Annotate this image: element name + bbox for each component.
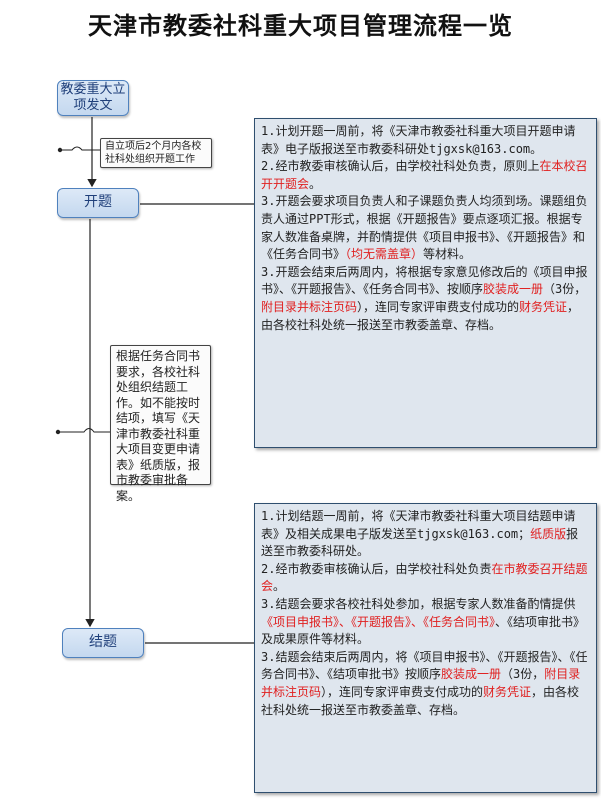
jieti-step-3-text: 3.结题会要求各校社科处参加，根据专家人数准备酌情提供 <box>261 596 576 611</box>
jieti-step-3: 3.结题会要求各校社科处参加，根据专家人数准备酌情提供《项目申报书》、《开题报告… <box>261 596 590 649</box>
kaiti-step-3-text: 3.开题会要求项目负责人和子课题负责人均须到场。课题组负责人通过PPT形式，根据… <box>261 194 588 262</box>
node-jieti: 结题 <box>62 628 144 658</box>
kaiti-step-4-copies: （3份， <box>543 282 587 297</box>
kaiti-step-4-mid: ），连同专家评审费支付成功的 <box>357 299 520 314</box>
jieti-instructions-panel: 1.计划结题一周前，将《天津市教委社科重大项目结题申请表》及相关成果电子版发送至… <box>254 503 597 793</box>
kaiti-step-4-end: ，由各校社科处统一报送至市教委盖章、存档。 <box>261 299 580 332</box>
kaiti-step-3: 3.开题会要求项目负责人和子课题负责人均须到场。课题组负责人通过PPT形式，根据… <box>261 193 590 263</box>
note-after-approval: 自立项后2个月内各校社科处组织开题工作 <box>100 138 212 168</box>
kaiti-step-4-highlight-binding: 胶装成一册 <box>483 282 544 297</box>
jieti-step-4-text: 3.结题会结束后两周内，将《项目申报书》、《开题报告》、《任务合同书》、《结项审… <box>261 649 588 682</box>
kaiti-step-3-highlight: （均无需盖章） <box>345 247 424 262</box>
jieti-step-4-highlight-voucher: 财务凭证 <box>483 684 532 699</box>
kaiti-step-2: 2.经市教委审核确认后，由学校社科处负责，原则上在本校召开开题会。 <box>261 158 590 193</box>
bracket-note-big <box>58 428 110 433</box>
kaiti-step-2-end: 。 <box>309 176 322 191</box>
bracket-note-small <box>60 146 100 151</box>
jieti-step-4: 3.结题会结束后两周内，将《项目申报书》、《开题报告》、《任务合同书》、《结项审… <box>261 649 590 719</box>
jieti-step-3-end: 、《结项审批书》及成果原件等材料。 <box>261 614 586 647</box>
kaiti-step-4-text: 3.开题会结束后两周内，将根据专家意见修改后的《项目申报书》、《开题报告》、《任… <box>261 264 588 297</box>
jieti-step-4-highlight-toc: 附目录并标注页码 <box>261 667 581 699</box>
node-kaiti: 开题 <box>57 188 139 218</box>
bracket-dot-big <box>55 429 61 435</box>
jieti-step-2-text: 2.经市教委审核确认后，由学校社科处负责 <box>261 561 492 576</box>
jieti-step-2: 2.经市教委审核确认后，由学校社科处负责在市教委召开结题会。 <box>261 561 590 596</box>
kaiti-step-4-highlight-toc: 附目录并标注页码 <box>261 299 358 314</box>
jieti-step-1-text: 1.计划结题一周前，将《天津市教委社科重大项目结题申请表》及相关成果电子版发送至… <box>261 509 576 541</box>
jieti-step-4-mid: ），连同专家评审费支付成功的 <box>321 684 484 699</box>
kaiti-step-4: 3.开题会结束后两周内，将根据专家意见修改后的《项目申报书》、《开题报告》、《任… <box>261 264 590 334</box>
node-project-approval: 教委重大立项发文 <box>57 80 129 116</box>
jieti-step-4-copies: （3份， <box>501 667 545 682</box>
kaiti-step-2-text: 2.经市教委审核确认后，由学校社科处负责，原则上 <box>261 159 540 174</box>
jieti-step-4-highlight-binding: 胶装成一册 <box>441 667 502 682</box>
kaiti-instructions-panel: 1.计划开题一周前，将《天津市教委社科重大项目开题申请表》电子版报送至市教委科研… <box>254 118 597 448</box>
kaiti-step-3-end: 等材料。 <box>423 247 472 262</box>
note-project-change: 根据任务合同书要求，各校社科处组织结题工作。如不能按时结项，填写《天津市教委社科… <box>110 345 211 503</box>
kaiti-step-1: 1.计划开题一周前，将《天津市教委社科重大项目开题申请表》电子版报送至市教委科研… <box>261 124 576 156</box>
kaiti-step-4-highlight-voucher: 财务凭证 <box>519 299 568 314</box>
jieti-step-1-highlight: 纸质版 <box>530 526 567 541</box>
jieti-step-2-highlight: 在市教委召开结题会 <box>261 561 588 594</box>
kaiti-step-2-highlight: 在本校召开开题会 <box>261 159 588 191</box>
bracket-dot-small <box>57 147 63 153</box>
page-title: 天津市教委社科重大项目管理流程一览 <box>88 11 513 40</box>
jieti-step-1-end: 报送至市教委科研处。 <box>261 526 579 559</box>
jieti-step-2-end: 。 <box>273 579 286 594</box>
jieti-step-4-end: ，由各校社科处统一报送至市教委盖章、存档。 <box>261 684 580 717</box>
jieti-step-3-highlight: 《项目申报书》、《开题报告》、《任务合同书》 <box>261 614 496 629</box>
jieti-step-1: 1.计划结题一周前，将《天津市教委社科重大项目结题申请表》及相关成果电子版发送至… <box>261 508 590 561</box>
